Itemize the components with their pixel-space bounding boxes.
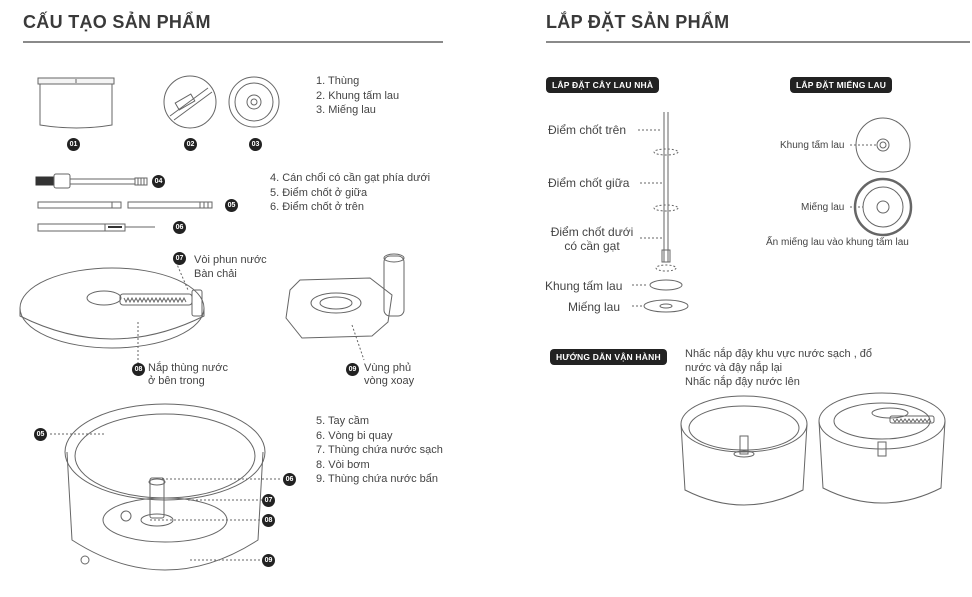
section-title-installation: LẮP ĐẶT SẢN PHẨM — [546, 12, 730, 32]
badge-part-06: 06 — [173, 221, 186, 234]
mop-frame-drawing — [163, 75, 217, 129]
badge-bucket-09: 09 — [262, 554, 275, 567]
badge-part-09: 09 — [346, 363, 359, 376]
mop-assembly-drawing — [632, 112, 689, 313]
label-middle-pin: Điểm chốt giữa — [548, 176, 630, 190]
badge-bucket-07: 07 — [262, 494, 275, 507]
label-mop-frame: Khung tấm lau — [545, 279, 623, 293]
label-ring-2: vòng xoay — [364, 375, 415, 387]
parts-list-item: 3. Miếng lau — [316, 104, 376, 116]
parts-list-item: 9. Thùng chứa nước bẩn — [316, 473, 439, 485]
label-spray-nozzle: Vòi phun nước — [194, 254, 267, 266]
badge-part-08: 08 — [132, 363, 145, 376]
parts-list-item: 6. Điểm chốt ở trên — [270, 201, 365, 213]
pad-install-caption: Ấn miếng lau vào khung tấm lau — [766, 237, 909, 248]
badge-part-04: 04 — [152, 175, 165, 188]
parts-list-c: 5. Tay cầm 6. Vòng bi quay 7. Thùng chứa… — [316, 414, 443, 487]
label-top-pin: Điểm chốt trên — [548, 123, 627, 137]
bucket-part-drawing — [37, 77, 115, 129]
parts-list-item: 7. Thùng chứa nước sạch — [316, 444, 443, 456]
badge-part-07: 07 — [173, 252, 186, 265]
badge-bucket-08: 08 — [262, 514, 275, 527]
badge-part-01: 01 — [67, 138, 80, 151]
section-divider-left — [23, 41, 443, 43]
section-title-structure: CẤU TẠO SẢN PHẨM — [23, 12, 211, 32]
guide-line: Nhấc nắp đậy nước lên — [685, 376, 800, 388]
parts-list-b: 4. Cán chổi có cần gạt phía dưới 5. Điểm… — [270, 171, 430, 215]
operating-buckets-drawing — [680, 392, 946, 506]
badge-part-03: 03 — [249, 138, 262, 151]
parts-list-item: 5. Điểm chốt ở giữa — [270, 186, 368, 199]
parts-list-item: 4. Cán chổi có cần gạt phía dưới — [270, 172, 431, 184]
label-lid-2: ở bên trong — [148, 375, 205, 387]
label-bottom-pin-1: Điểm chốt dưới — [550, 225, 634, 239]
guide-line: Nhấc nắp đậy khu vực nước sạch , đổ — [685, 348, 873, 360]
badge-bucket-05: 05 — [34, 428, 47, 441]
label-ring-1: Vùng phủ — [364, 362, 412, 374]
pad-install-drawing — [850, 117, 913, 237]
label-pad-frame: Khung tấm lau — [780, 140, 845, 151]
top-pole-drawing — [37, 223, 155, 232]
label-bottom-pin-2: có cần gạt — [564, 239, 620, 253]
parts-list-item: 5. Tay cầm — [316, 415, 369, 427]
pill-install-pad: LẮP ĐẶT MIẾNG LAU — [790, 77, 893, 93]
rotating-ring-drawing — [285, 253, 405, 361]
water-lid-drawing — [19, 261, 205, 364]
parts-list-a: 1. Thùng 2. Khung tấm lau 3. Miếng lau — [316, 74, 399, 118]
badge-part-05: 05 — [225, 199, 238, 212]
operating-guide-text: Nhấc nắp đậy khu vực nước sạch , đổ nước… — [685, 347, 872, 389]
parts-list-item: 2. Khung tấm lau — [316, 89, 400, 102]
badge-part-02: 02 — [184, 138, 197, 151]
pill-install-mop: LẮP ĐẶT CÂY LAU NHÀ — [546, 77, 660, 93]
parts-list-item: 6. Vòng bi quay — [316, 429, 393, 442]
badge-bucket-06: 06 — [283, 473, 296, 486]
guide-line: nước và đậy nắp lại — [685, 362, 783, 374]
label-brush: Bàn chải — [194, 268, 237, 280]
label-lid-1: Nắp thùng nước — [148, 362, 229, 374]
pill-operating-guide: HƯỚNG DẪN VẬN HÀNH — [550, 349, 667, 365]
section-divider-right — [546, 41, 970, 43]
label-pad-pad: Miếng lau — [801, 202, 845, 213]
label-mop-pad: Miếng lau — [568, 300, 621, 314]
middle-pole-drawing — [37, 201, 213, 209]
mop-pad-drawing — [228, 76, 280, 128]
parts-list-item: 1. Thùng — [316, 75, 360, 87]
main-bucket-drawing — [50, 403, 282, 571]
handle-lever-drawing — [35, 173, 148, 189]
parts-list-item: 8. Vòi bơm — [316, 458, 370, 471]
